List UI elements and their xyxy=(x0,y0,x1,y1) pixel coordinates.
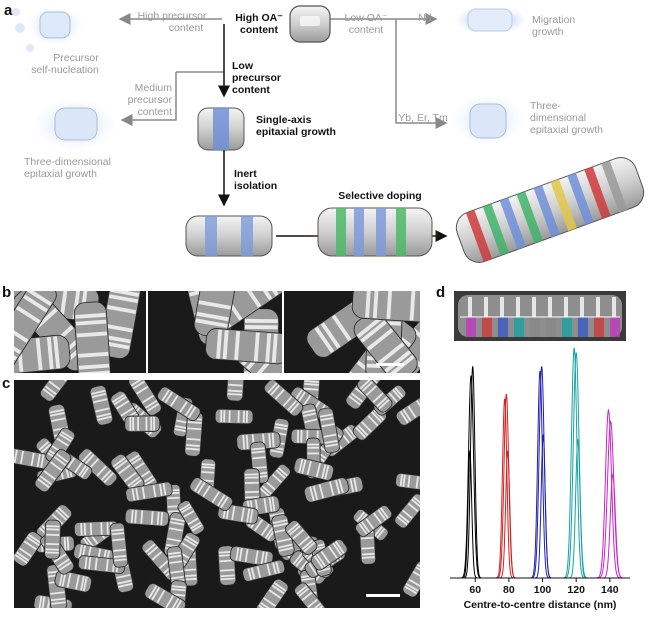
nanorod xyxy=(351,291,420,324)
nanorod xyxy=(128,380,162,416)
nanorod xyxy=(394,493,420,529)
nanorod xyxy=(144,583,187,608)
series-2-peak-2 xyxy=(535,433,552,579)
arrow-to-3d-left xyxy=(120,72,177,126)
series-3-peak-0 xyxy=(563,347,585,579)
nanorod xyxy=(177,500,205,535)
nanorod xyxy=(124,415,161,433)
nanorod xyxy=(356,380,393,413)
scale-bar xyxy=(376,363,404,366)
nanorod xyxy=(14,447,51,470)
isolated-rod xyxy=(185,215,273,257)
panel-label-b: b xyxy=(2,284,12,301)
nanorod xyxy=(78,448,118,487)
nanorod xyxy=(44,519,62,560)
self-nucleation-particles xyxy=(12,6,83,52)
scale-bar xyxy=(366,594,400,597)
nanorod xyxy=(205,328,282,365)
x-tick-label: 120 xyxy=(567,584,585,596)
tem-panel-b1 xyxy=(14,291,146,373)
schematic-diagram xyxy=(12,5,645,263)
nanorod xyxy=(256,578,289,608)
distance-histogram: 60 80 100 120 140 Centre-to-centre distance … xyxy=(450,347,630,610)
single-axis-particle xyxy=(197,107,245,151)
multicolor-rod xyxy=(455,157,645,263)
nanorod xyxy=(263,380,304,417)
nanorod xyxy=(73,520,119,537)
nanorod xyxy=(125,481,173,503)
nanorod xyxy=(109,522,129,568)
series-0-peak-0 xyxy=(460,375,482,579)
series-0-peak-2 xyxy=(462,449,478,579)
x-tick-label: 80 xyxy=(503,584,515,596)
three-dim-right-particle xyxy=(452,94,524,146)
nanorod xyxy=(243,468,261,507)
nanorod xyxy=(34,449,72,493)
tem-panel-b2 xyxy=(148,291,282,373)
arrow-to-3d-right xyxy=(395,19,448,129)
nanorod xyxy=(395,392,420,426)
nanorod xyxy=(303,477,350,503)
nanorod xyxy=(355,505,393,537)
panel-label-a: a xyxy=(4,2,13,19)
tem-panel-c xyxy=(14,380,420,608)
nanorod xyxy=(14,531,43,567)
nanorod xyxy=(14,291,57,369)
seed-particle xyxy=(289,5,331,43)
series-4-peak-2 xyxy=(602,473,623,579)
nanorod xyxy=(242,559,286,582)
nanorod xyxy=(89,385,114,426)
series-1-peak-0 xyxy=(495,398,514,579)
label-low-oa: Low OA⁻content xyxy=(344,12,388,36)
nanorod xyxy=(256,463,291,501)
nanorod xyxy=(395,472,420,491)
nanorod xyxy=(98,291,141,359)
nanorod xyxy=(157,386,201,422)
nanorod xyxy=(73,301,112,373)
series-1-peak-2 xyxy=(499,449,516,579)
x-tick-label: 100 xyxy=(534,584,552,596)
label-high-oa: High OA⁻content xyxy=(235,12,283,36)
nanorod xyxy=(229,545,274,567)
nanorod xyxy=(294,582,326,608)
nanorod xyxy=(284,520,318,555)
nanorod xyxy=(293,457,335,481)
label-nd: Nd xyxy=(418,12,432,24)
nanorod xyxy=(318,407,340,454)
panel-label-c: c xyxy=(2,375,11,392)
label-selective-doping: Selective doping xyxy=(338,190,422,202)
series-2-peak-0 xyxy=(530,370,550,579)
series-0-peak-1 xyxy=(463,366,482,579)
series-3-peak-2 xyxy=(569,438,587,579)
nanorod xyxy=(189,477,233,512)
tem-panel-b3 xyxy=(284,291,420,373)
nanorod xyxy=(226,380,246,402)
x-tick-label: 140 xyxy=(601,584,619,596)
nanorod xyxy=(124,508,170,527)
tem-panel-d-rod xyxy=(454,291,626,341)
nanorod xyxy=(402,560,420,598)
migration-growth-particle xyxy=(456,8,526,32)
nanorod xyxy=(310,539,348,571)
three-dim-left-particle xyxy=(33,99,117,151)
doped-rod xyxy=(309,202,441,262)
series-4-peak-0 xyxy=(596,408,621,579)
nanorod xyxy=(54,570,93,593)
x-axis-label: Centre-to-centre distance (nm) xyxy=(464,599,617,610)
nanorod xyxy=(214,408,254,425)
panel-label-d: d xyxy=(436,284,446,301)
nanorod xyxy=(39,380,76,402)
x-tick-label: 60 xyxy=(469,584,481,596)
nanorod xyxy=(352,406,387,441)
label-yb-er-tm: Yb, Er, Tm xyxy=(398,112,448,124)
